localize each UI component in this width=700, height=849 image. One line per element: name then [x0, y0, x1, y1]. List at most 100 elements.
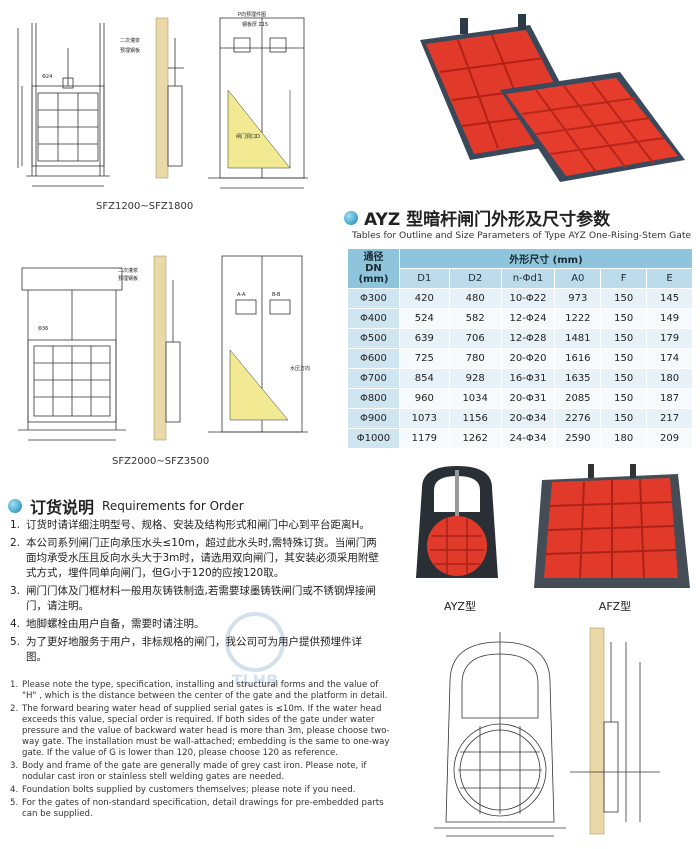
- value-cell: 12-Φ24: [500, 308, 556, 329]
- value-cell: 150: [600, 408, 648, 429]
- value-cell: 20-Φ34: [500, 408, 556, 429]
- list-item-number: 2.: [10, 704, 19, 714]
- list-item: 2.The forward bearing water head of supp…: [10, 704, 390, 759]
- drawing-sfz1200-svg: P向预埋件图 钢板厚 Σ15 二次灌浆 预埋钢板 闸门洞口D Φ24: [17, 11, 308, 189]
- value-cell: 20-Φ20: [500, 348, 556, 369]
- dn-cell: Φ500: [347, 328, 400, 349]
- list-item-text: 订货时请详细注明型号、规格、安装及结构形式和闸门中心到平台距离H。: [26, 519, 370, 531]
- value-cell: 639: [398, 328, 450, 349]
- dn-cell: Φ400: [347, 308, 400, 329]
- value-cell: 150: [600, 368, 648, 389]
- list-item-number: 4.: [10, 785, 19, 795]
- dn-cell: Φ300: [347, 288, 400, 309]
- drawing-ayz-svg: [434, 627, 660, 837]
- phi36-label: Φ36: [38, 326, 48, 332]
- photo-ayz-svg: [416, 466, 498, 578]
- value-cell: 12-Φ28: [500, 328, 556, 349]
- watermark-svg: TLHB: [225, 612, 285, 690]
- value-cell: 180: [646, 368, 693, 389]
- value-cell: 187: [646, 388, 693, 409]
- value-cell: 1262: [448, 428, 502, 449]
- list-item: 5.For the gates of non-standard specific…: [10, 798, 390, 820]
- list-item-text: Please note the type, specification, ins…: [22, 680, 388, 701]
- value-cell: 209: [646, 428, 693, 449]
- section-aa-label: A-A: [237, 292, 246, 298]
- drawing-ayz: [420, 622, 696, 844]
- list-item-text: 为了更好地服务于用户，非标规格的闸门，我公司可为用户提供预埋件详图。: [26, 636, 362, 663]
- drawing-sfz2000: A-A B-B 二次灌浆 预埋钢板 水压方向 Φ36: [8, 250, 328, 450]
- value-cell: 1034: [448, 388, 502, 409]
- list-item: 1. 订货时请详细注明型号、规格、安装及结构形式和闸门中心到平台距离H。: [10, 518, 380, 533]
- value-cell: 706: [448, 328, 502, 349]
- dn-cell: Φ600: [347, 348, 400, 369]
- second-pour-label-2: 二次灌浆: [118, 267, 138, 274]
- dn-header-line2: DN: [365, 263, 382, 274]
- list-item-text: 本公司系列闸门正向承压水头≤10m，超过此水头时,需特殊订货。当闸门两面均承受水…: [26, 537, 379, 579]
- value-cell: 1179: [398, 428, 450, 449]
- value-cell: 1616: [554, 348, 602, 369]
- value-cell: 174: [646, 348, 693, 369]
- requirements-cn-list: 1. 订货时请详细注明型号、规格、安装及结构形式和闸门中心到平台距离H。 2.本公司…: [10, 518, 380, 668]
- dn-cell: Φ800: [347, 388, 400, 409]
- value-cell: 1073: [398, 408, 450, 429]
- column-header-row: D1 D2 n-Φd1 A0 F E: [348, 268, 693, 289]
- value-cell: 854: [398, 368, 450, 389]
- value-cell: 2590: [554, 428, 602, 449]
- value-cell: 524: [398, 308, 450, 329]
- value-cell: 780: [448, 348, 502, 369]
- value-cell: 20-Φ31: [500, 388, 556, 409]
- list-item: 1.Please note the type, specification, i…: [10, 680, 390, 702]
- value-cell: 420: [398, 288, 450, 309]
- value-cell: 2276: [554, 408, 602, 429]
- requirements-title: 订货说明 Requirements for Order: [8, 494, 244, 518]
- list-item: 2.本公司系列闸门正向承压水头≤10m，超过此水头时,需特殊订货。当闸门两面均承…: [10, 536, 380, 581]
- value-cell: 2085: [554, 388, 602, 409]
- list-item-text: 地脚螺栓由用户自备，需要时请注明。: [26, 618, 205, 630]
- value-cell: 1156: [448, 408, 502, 429]
- ayz-title: AYZ 型暗杆闸门外形及尺寸参数: [344, 205, 610, 230]
- list-item-number: 3.: [10, 585, 21, 597]
- value-cell: 150: [600, 308, 648, 329]
- ayz-photo-label: AYZ型: [444, 600, 476, 613]
- list-item: 5. 为了更好地服务于用户，非标规格的闸门，我公司可为用户提供预埋件详图。: [10, 635, 380, 665]
- dn-header-unit: (mm): [358, 274, 389, 285]
- list-item: 4.Foundation bolts supplied by customers…: [10, 785, 390, 796]
- value-cell: 150: [600, 288, 648, 309]
- ayz-spec-table: 通径 DN (mm) 外形尺寸 (mm) D1 D2 n-Φd1 A0 F E …: [347, 248, 694, 449]
- value-cell: 145: [646, 288, 693, 309]
- bullet-icon: [344, 210, 358, 225]
- col-header: D1: [398, 268, 450, 289]
- value-cell: 179: [646, 328, 693, 349]
- col-header: A0: [554, 268, 602, 289]
- list-item-number: 1.: [10, 519, 21, 531]
- value-cell: 150: [600, 328, 648, 349]
- second-pour-label: 二次灌浆: [120, 37, 140, 44]
- value-cell: 217: [646, 408, 693, 429]
- drawing-sfz1200: P向预埋件图 钢板厚 Σ15 二次灌浆 预埋钢板 闸门洞口D Φ24: [8, 8, 328, 198]
- watermark-logo: TLHB: [200, 610, 310, 690]
- value-cell: 928: [448, 368, 502, 389]
- col-header: E: [646, 268, 693, 289]
- section-bb-label: B-B: [272, 292, 281, 298]
- requirements-en-list: 1.Please note the type, specification, i…: [10, 680, 390, 822]
- list-item-number: 4.: [10, 618, 21, 630]
- list-item: 3.闸门门体及门框材料一般用灰铸铁制造,若需要球墨铸铁闸门或不锈钢焊接闸门，请注…: [10, 584, 380, 614]
- value-cell: 1222: [554, 308, 602, 329]
- list-item-number: 5.: [10, 636, 21, 648]
- col-header: n-Φd1: [500, 268, 556, 289]
- list-item-text: Body and frame of the gate are generally…: [22, 761, 367, 782]
- list-item-text: For the gates of non-standard specificat…: [22, 798, 384, 819]
- requirements-title-en: Requirements for Order: [102, 499, 244, 513]
- value-cell: 973: [554, 288, 602, 309]
- requirements-title-cn: 订货说明: [30, 498, 95, 517]
- value-cell: 180: [600, 428, 648, 449]
